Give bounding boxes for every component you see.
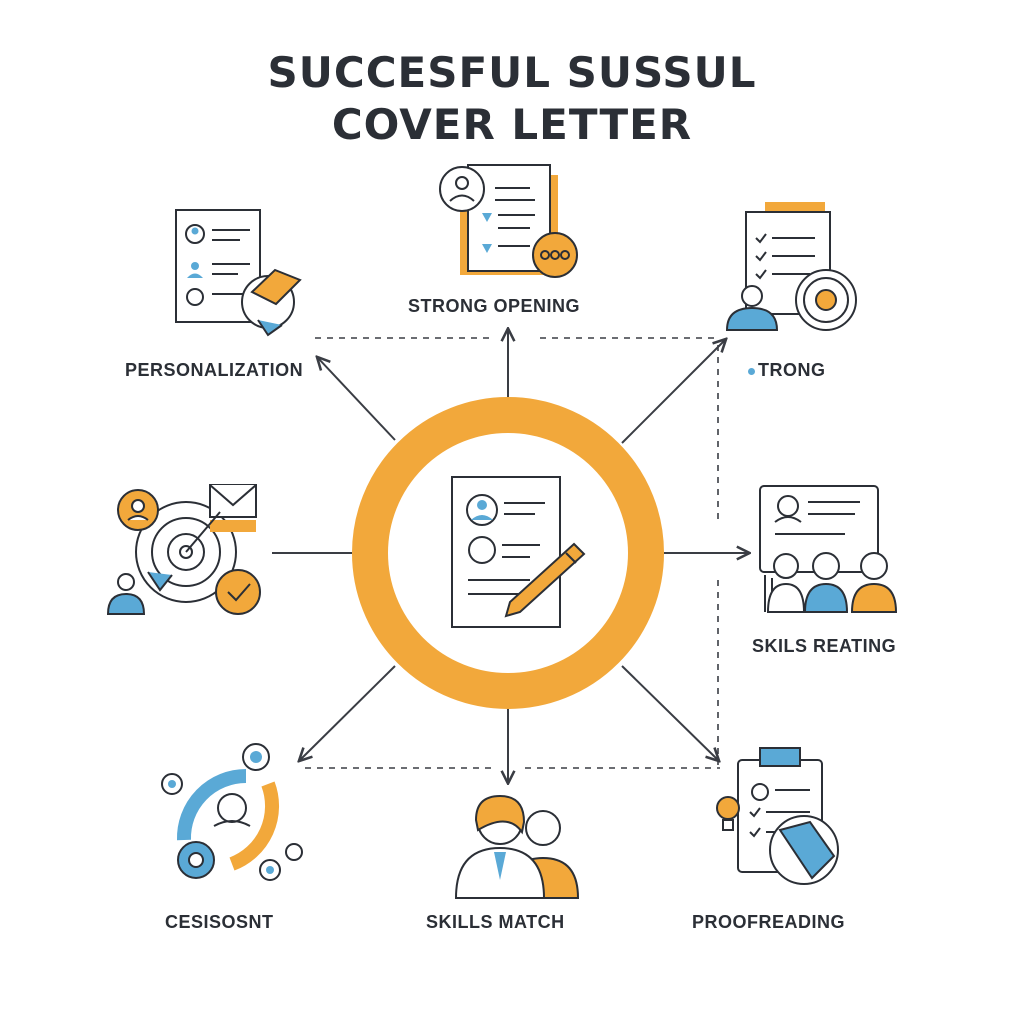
label-cesisosnt: CESISOSNT xyxy=(165,912,274,932)
connector-bottom-right xyxy=(621,665,718,760)
center-ring xyxy=(352,397,664,709)
label-trong-wrap: TRONG xyxy=(748,360,826,381)
connectors xyxy=(272,330,748,782)
label-proofreading: PROOFREADING xyxy=(692,912,846,932)
clipboard-check-icon xyxy=(716,747,839,885)
connector-top-right xyxy=(621,340,725,444)
connector-bottom-left xyxy=(300,665,396,760)
title-line-2: COVER LETTER xyxy=(331,100,693,149)
gears-cycle-icon xyxy=(161,743,303,881)
personal-document-icon xyxy=(175,209,302,337)
label-personalization: PERSONALIZATION xyxy=(125,360,304,380)
presentation-team-icon xyxy=(759,485,898,613)
bullet-dot xyxy=(748,367,755,375)
checklist-gear-icon xyxy=(725,202,857,331)
target-mail-icon xyxy=(106,484,261,615)
label-skills-match: SKILLS MATCH xyxy=(426,912,565,932)
label-skills-reating: SKILS REATING xyxy=(752,636,897,656)
label-strong-opening: STRONG OPENING xyxy=(408,296,581,316)
connector-top-left xyxy=(318,358,396,441)
cover-letter-pen-icon xyxy=(451,476,586,628)
document-profile-icon xyxy=(439,164,578,278)
title-line-1: SUCCESFUL SUSSUL xyxy=(267,48,757,97)
label-trong: TRONG xyxy=(758,360,826,380)
dashed-frame xyxy=(305,337,720,769)
people-icon xyxy=(454,794,580,899)
